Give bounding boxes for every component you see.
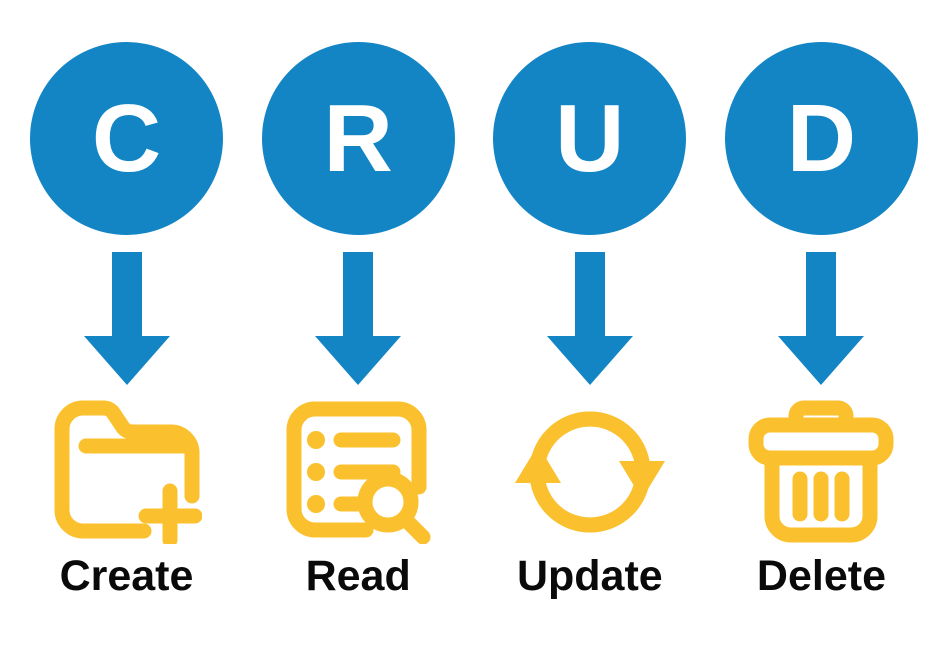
down-arrow-delete [778, 252, 865, 385]
crud-column-create: C Create [20, 0, 233, 599]
crud-column-update: U [483, 0, 696, 599]
down-arrow-create [83, 252, 170, 385]
sync-refresh-icon [514, 399, 665, 544]
crud-column-read: R [252, 0, 465, 599]
circle-letter-text: U [555, 84, 625, 192]
list-search-icon [283, 399, 433, 544]
circle-letter-text: C [91, 84, 162, 192]
crud-label-update: Update [516, 552, 663, 600]
letter-circle-d: D [724, 42, 918, 235]
letter-circle-u: U [493, 42, 687, 235]
letter-circle-r: R [261, 42, 455, 235]
circle-letter-text: D [786, 84, 857, 192]
crud-label-delete: Delete [756, 552, 886, 600]
down-arrow-read [315, 252, 402, 385]
letter-circle-c: C [30, 42, 223, 235]
circle-letter-text: R [323, 84, 393, 192]
crud-column-delete: D Delete [715, 0, 928, 599]
down-arrow-update [546, 252, 633, 385]
trash-can-icon [746, 399, 896, 544]
crud-label-create: Create [59, 552, 194, 600]
folder-plus-icon [52, 399, 202, 544]
crud-label-read: Read [305, 552, 411, 600]
